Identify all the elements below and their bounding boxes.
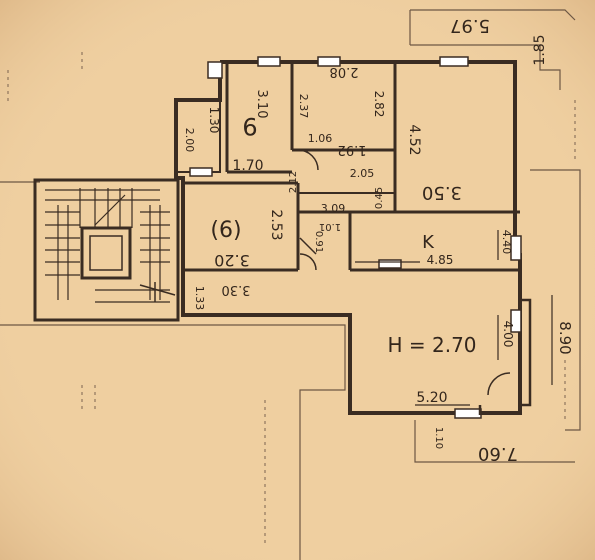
label-2-37: 2.37 bbox=[297, 94, 310, 119]
balcony bbox=[478, 298, 532, 415]
label-3-20: 3.20 bbox=[214, 251, 250, 270]
dimension-ticks bbox=[355, 230, 553, 406]
label-room-9: 9 bbox=[242, 112, 257, 140]
label-1-70: 1.70 bbox=[232, 158, 263, 174]
label-2-05: 2.05 bbox=[350, 167, 375, 180]
label-3-30: 3.30 bbox=[222, 282, 251, 297]
label-2-82: 2.82 bbox=[372, 91, 386, 118]
label-8-90: 8.90 bbox=[556, 321, 574, 354]
label-1-92: 1.92 bbox=[338, 142, 367, 157]
label-2-00: 2.00 bbox=[183, 128, 196, 153]
dashed-marks bbox=[7, 52, 576, 545]
label-4-85: 4.85 bbox=[427, 253, 454, 267]
label-0-45: 0.45 bbox=[374, 187, 385, 209]
label-2-08: 2.08 bbox=[330, 64, 359, 79]
label-3-50: 3.50 bbox=[422, 182, 462, 203]
label-1-33: 1.33 bbox=[193, 286, 206, 311]
label-room-6: (6) bbox=[210, 218, 241, 243]
label-1-85: 1.85 bbox=[532, 34, 548, 65]
label-7-60: 7.60 bbox=[478, 443, 518, 464]
label-1-01: 1.01 bbox=[319, 221, 341, 232]
outer-boundary-lines bbox=[0, 9, 581, 560]
label-0-91: 0.91 bbox=[313, 231, 324, 253]
label-1-10: 1.10 bbox=[433, 427, 444, 449]
label-1-06: 1.06 bbox=[308, 132, 333, 145]
label-5-97: 5.97 bbox=[450, 15, 490, 36]
label-1-30: 1.30 bbox=[207, 107, 221, 134]
dimension-labels: 5.97 1.85 2.08 3.10 9 2.37 2.82 1.06 1.9… bbox=[183, 15, 574, 464]
label-4-52: 4.52 bbox=[406, 124, 422, 155]
staircase-arrow bbox=[139, 282, 176, 302]
label-5-20: 5.20 bbox=[416, 390, 447, 406]
label-3-10: 3.10 bbox=[254, 90, 269, 119]
label-4-00: 4.00 bbox=[501, 321, 515, 348]
label-3-09: 3.09 bbox=[321, 202, 346, 215]
stair-hall bbox=[33, 178, 180, 322]
label-kitchen: K bbox=[422, 232, 435, 253]
label-2-12: 2.12 bbox=[288, 171, 299, 193]
door-swings bbox=[297, 149, 511, 396]
label-ceiling-height: H = 2.70 bbox=[387, 333, 476, 357]
windows bbox=[189, 56, 522, 419]
label-2-53: 2.53 bbox=[268, 209, 284, 240]
label-4-40: 4.40 bbox=[500, 230, 513, 255]
